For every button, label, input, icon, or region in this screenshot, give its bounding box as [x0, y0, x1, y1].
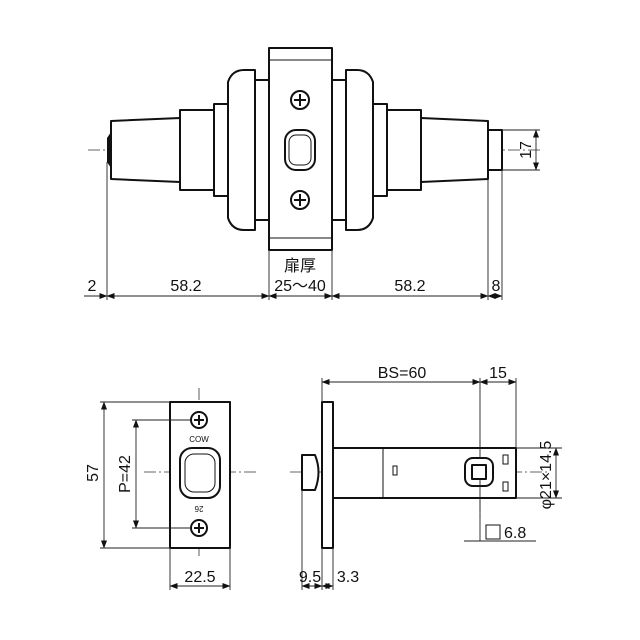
latch-bolt [301, 454, 320, 491]
dim-left-lever: 58.2 [170, 278, 201, 295]
right-rose [345, 69, 374, 231]
dim-backset: BS=60 [378, 365, 427, 382]
square-symbol [485, 524, 501, 540]
screw-icon [290, 90, 310, 110]
stamp-bottom: 26 [194, 504, 203, 513]
dim-left-tip: 2 [88, 278, 97, 295]
screw-icon [190, 411, 208, 429]
left-lever-neck [179, 109, 215, 191]
latch-view: BS=60 15 φ21×14.5 6.8 9.5 3.3 [290, 365, 562, 590]
right-rose-collar [372, 103, 388, 197]
left-lever [110, 117, 181, 183]
dim-right-lever: 58.2 [394, 278, 425, 295]
top-view: 2 58.2 扉厚 25〜40 58.2 8 17 [84, 47, 540, 300]
dim-right-tip: 8 [492, 278, 501, 295]
latch-opening [179, 447, 221, 499]
dim-spindle-offset: 15 [489, 365, 507, 382]
faceplate-edge [321, 401, 334, 549]
right-spindle-tip [487, 129, 503, 171]
faceplate-view: COW 26 57 P=42 22.5 [85, 388, 258, 590]
door-thickness-label: 扉厚 [284, 257, 316, 275]
dim-bolt-projection: 9.5 [299, 569, 321, 586]
dim-screw-pitch: P=42 [117, 455, 134, 493]
screw-icon [290, 190, 310, 210]
screw-icon [190, 519, 208, 537]
left-rose-collar [213, 103, 229, 197]
dim-knob-height: 17 [518, 141, 535, 159]
right-rose-ring [331, 79, 347, 221]
left-rose-ring [254, 79, 270, 221]
latch-hole [284, 129, 316, 171]
dim-faceplate-width: 22.5 [184, 569, 215, 586]
spindle-square [471, 464, 487, 480]
dim-spindle-square: 6.8 [504, 525, 526, 542]
dim-door-thickness: 25〜40 [274, 278, 326, 295]
dim-plate-thickness: 3.3 [337, 569, 359, 586]
right-lever [420, 117, 489, 183]
dim-faceplate-height: 57 [85, 464, 102, 482]
stamp-top: COW [189, 435, 209, 444]
dim-bore: φ21×14.5 [538, 441, 555, 510]
left-rose [227, 69, 256, 231]
right-lever-neck [386, 109, 422, 191]
